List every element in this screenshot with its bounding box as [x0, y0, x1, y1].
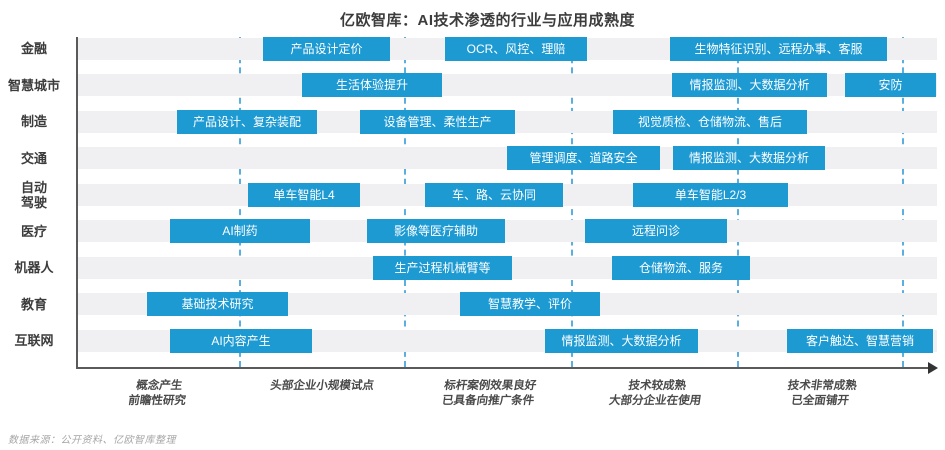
- industry-label: 教育: [20, 296, 47, 312]
- stage-label-3: 标杆案例效果良好 已具备向推广条件: [441, 380, 537, 407]
- industry-label: 交通: [20, 150, 47, 166]
- application-box: 视觉质检、仓储物流、售后: [613, 109, 807, 134]
- application-box: 仓储物流、服务: [612, 255, 750, 280]
- chart-title: 亿欧智库：AI技术渗透的行业与应用成熟度: [339, 12, 635, 29]
- application-box: 生产过程机械臂等: [373, 255, 512, 280]
- application-box: OCR、风控、理赔: [445, 36, 587, 61]
- industry-label: 机器人: [14, 260, 54, 275]
- industry-label: 互联网: [14, 333, 54, 348]
- application-box: 生活体验提升: [302, 73, 442, 97]
- stage-label-1: 概念产生 前瞻性研究: [127, 380, 187, 407]
- application-box: AI制药: [170, 219, 310, 243]
- application-box: AI内容产生: [170, 328, 312, 353]
- application-box: 影像等医疗辅助: [367, 219, 505, 243]
- application-box: 设备管理、柔性生产: [360, 109, 515, 134]
- industry-label: 智慧城市: [7, 77, 60, 93]
- stage-label-5: 技术非常成熟 已全面铺开: [786, 380, 858, 407]
- y-axis-line: [76, 37, 78, 368]
- application-box: 生物特征识别、远程办事、客服: [670, 36, 887, 61]
- application-box: 单车智能L2/3: [633, 182, 788, 207]
- industry-label: 自动 驾驶: [20, 179, 47, 210]
- industry-label: 医疗: [20, 223, 47, 239]
- application-box: 智慧教学、评价: [460, 292, 600, 316]
- application-box: 安防: [845, 73, 936, 97]
- application-box: 管理调度、道路安全: [507, 146, 660, 170]
- application-box: 情报监测、大数据分析: [673, 146, 825, 170]
- application-box: 产品设计定价: [263, 36, 390, 61]
- x-axis-arrow-icon: [928, 362, 938, 374]
- application-box: 情报监测、大数据分析: [672, 73, 827, 97]
- data-source-note: 数据来源：公开资料、亿欧智库整理: [8, 435, 176, 446]
- x-axis-line: [76, 367, 930, 369]
- application-box: 单车智能L4: [248, 182, 360, 207]
- application-box: 基础技术研究: [147, 292, 288, 316]
- stage-label-2: 头部企业小规模试点: [269, 380, 375, 392]
- application-box: 车、路、云协同: [425, 182, 563, 207]
- industry-label: 金融: [20, 41, 47, 56]
- application-box: 情报监测、大数据分析: [545, 328, 698, 353]
- application-box: 远程问诊: [585, 219, 727, 243]
- application-box: 产品设计、复杂装配: [177, 109, 317, 134]
- stage-label-4: 技术较成熟 大部分企业在使用: [608, 380, 702, 407]
- industry-label: 制造: [20, 114, 47, 129]
- application-box: 客户触达、智慧营销: [787, 328, 933, 353]
